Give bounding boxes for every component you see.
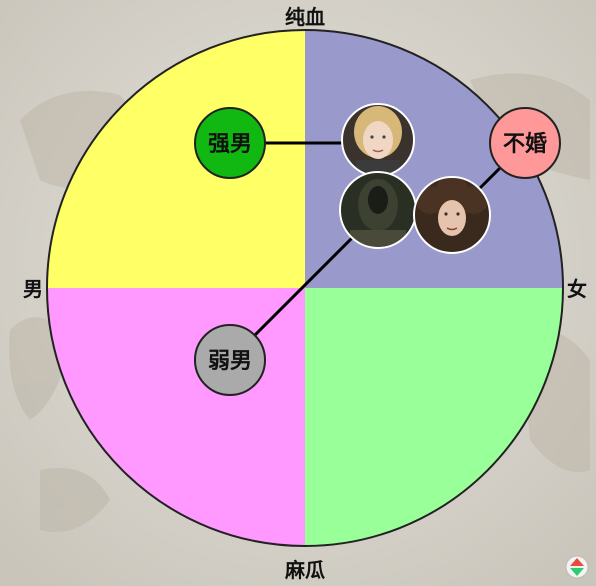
outer-circle xyxy=(46,29,564,547)
node-strong-male-label: 强男 xyxy=(208,132,252,157)
portrait-curly-hair-woman-icon xyxy=(413,176,491,254)
axis-right-label: 女 xyxy=(567,277,587,301)
node-weak-male: 弱男 xyxy=(194,324,266,396)
axis-top-label: 纯血 xyxy=(285,5,325,29)
node-strong-male: 强男 xyxy=(194,107,266,179)
node-weak-male-label: 弱男 xyxy=(208,349,252,374)
portrait-blonde-woman-icon xyxy=(341,103,415,177)
axis-bottom-label: 麻瓜 xyxy=(284,558,325,582)
watermark-logo xyxy=(565,555,589,579)
node-unmarried-label: 不婚 xyxy=(503,131,547,157)
axis-left-label: 男 xyxy=(23,277,43,301)
portrait-dark-figure-icon xyxy=(339,171,417,249)
node-unmarried: 不婚 xyxy=(489,107,561,179)
